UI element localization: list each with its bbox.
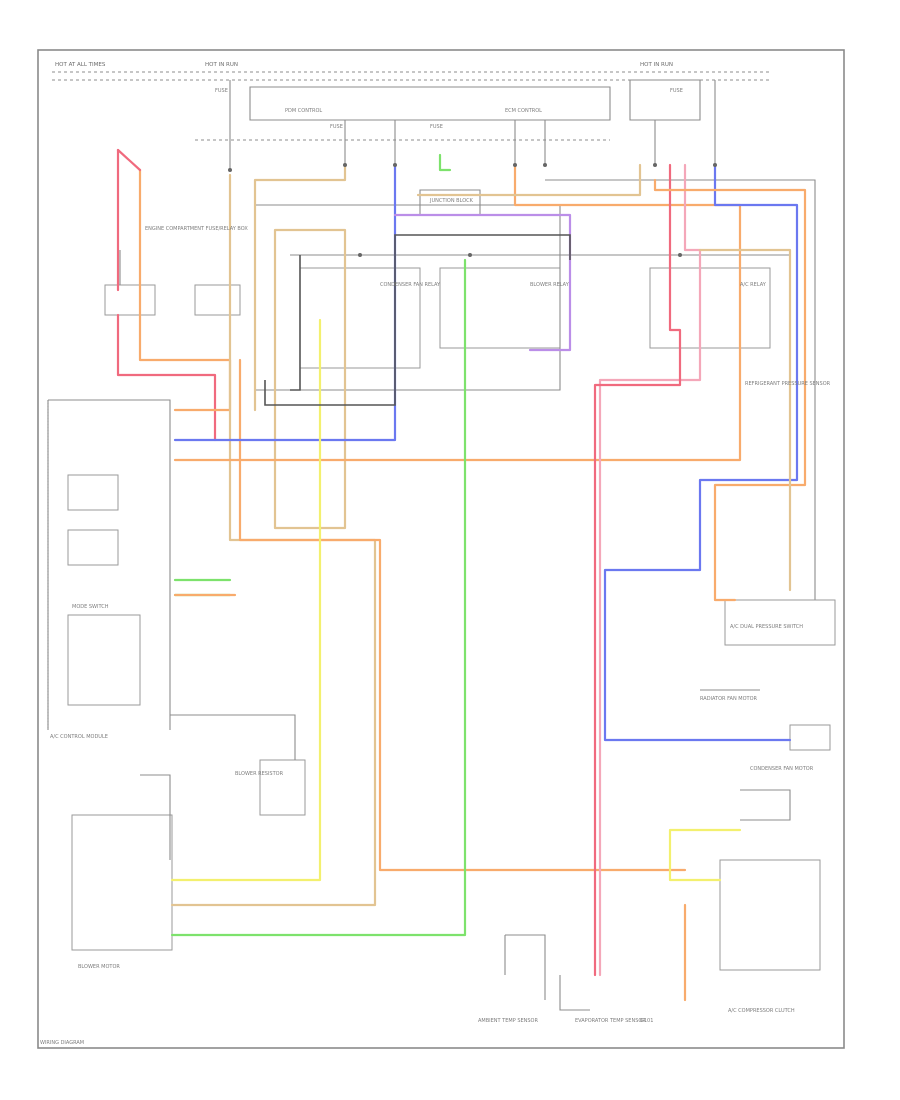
splice-dot-1 bbox=[228, 168, 232, 172]
green-wire-ac bbox=[170, 258, 467, 937]
dark-signal-wire-1 bbox=[264, 234, 571, 406]
red-wire-ac bbox=[593, 163, 682, 977]
blue-wire-left bbox=[173, 163, 397, 442]
bottom-center-feed bbox=[559, 975, 590, 1011]
tan-wire-right bbox=[416, 163, 642, 197]
fan-speed-switch-box bbox=[67, 614, 141, 706]
red-wire-top bbox=[116, 148, 142, 172]
label-radiator-fan-motor: RADIATOR FAN MOTOR bbox=[700, 696, 758, 702]
left-fuse-box-2 bbox=[194, 284, 241, 316]
label-condenser-fan-relay: CONDENSER FAN RELAY bbox=[380, 282, 441, 288]
ac-relay-box bbox=[649, 267, 771, 349]
label-ambient-sensor: AMBIENT TEMP SENSOR bbox=[478, 1018, 538, 1024]
diagram-frame bbox=[37, 49, 845, 1049]
mode-switch-box bbox=[67, 474, 119, 511]
splice-dot-6 bbox=[653, 163, 657, 167]
violet-wire bbox=[393, 213, 572, 352]
fuse-block-outline bbox=[249, 86, 611, 121]
right-fuse-outline bbox=[629, 79, 701, 121]
tan-wire-relay bbox=[698, 248, 792, 592]
label-hot-in-run-left: HOT IN RUN bbox=[205, 62, 238, 68]
label-fuse-d: FUSE bbox=[430, 124, 443, 130]
red-wire-left bbox=[116, 148, 217, 442]
dark-signal-wire-2 bbox=[290, 255, 301, 391]
tan-wire-top bbox=[253, 163, 347, 412]
left-fuse-box-1 bbox=[104, 284, 156, 316]
condenser-fan-motor-box bbox=[789, 724, 831, 751]
resistor-feed bbox=[170, 714, 296, 760]
refrigerant-sensor-outline bbox=[740, 789, 791, 821]
blue-wire-right bbox=[603, 163, 799, 742]
blower-control-module-box bbox=[71, 814, 173, 951]
label-compressor-clutch: A/C COMPRESSOR CLUTCH bbox=[728, 1008, 795, 1014]
bottom-center-switch bbox=[504, 934, 546, 1000]
splice-dot-3 bbox=[393, 163, 397, 167]
tan-wire-mid bbox=[273, 228, 347, 530]
splice-dot-5 bbox=[543, 163, 547, 167]
green-wire-compressor bbox=[173, 578, 232, 597]
label-blower-resistor: BLOWER RESISTOR bbox=[235, 771, 284, 777]
splice-dot-10 bbox=[678, 253, 682, 257]
label-condenser-fan-motor: CONDENSER FAN MOTOR bbox=[750, 766, 814, 772]
blower-resistor-box bbox=[259, 759, 306, 816]
pink-wire-ac bbox=[598, 163, 702, 977]
left-fuse-feed bbox=[119, 230, 141, 285]
label-engine-compartment: ENGINE COMPARTMENT FUSE/RELAY BOX bbox=[145, 226, 248, 232]
label-ac-relay: A/C RELAY bbox=[740, 282, 767, 288]
blower-feed bbox=[140, 774, 171, 860]
orange-wire-right bbox=[653, 178, 807, 602]
splice-dot-4 bbox=[513, 163, 517, 167]
compressor-cluster-box bbox=[719, 859, 821, 971]
yellow-wire bbox=[170, 318, 322, 882]
label-ecm-control: ECM CONTROL bbox=[505, 108, 542, 114]
yellow-wire-bottom bbox=[668, 828, 742, 882]
label-fuse-a: FUSE bbox=[215, 88, 228, 94]
wire-layer bbox=[116, 148, 807, 1002]
orange-wire-long bbox=[238, 358, 687, 872]
label-hot-at-all-times: HOT AT ALL TIMES bbox=[55, 62, 106, 68]
label-junction-block: JUNCTION BLOCK bbox=[429, 198, 474, 204]
label-dual-pressure-switch: A/C DUAL PRESSURE SWITCH bbox=[730, 624, 803, 630]
label-refrigerant-sensor: REFRIGERANT PRESSURE SENSOR bbox=[745, 381, 831, 387]
splice-dot-8 bbox=[358, 253, 362, 257]
label-control-module: A/C CONTROL MODULE bbox=[50, 734, 108, 740]
label-mode-switch: MODE SWITCH bbox=[72, 604, 109, 610]
green-wire-top bbox=[438, 153, 452, 172]
label-fuse-b: FUSE bbox=[670, 88, 683, 94]
orange-wire-mid bbox=[173, 163, 742, 462]
label-fuse-c: FUSE bbox=[330, 124, 343, 130]
dual-pressure-switch-box bbox=[724, 599, 836, 646]
label-blower-motor: BLOWER MOTOR bbox=[78, 964, 120, 970]
label-ground: G101 bbox=[640, 1018, 653, 1024]
label-blower-relay: BLOWER RELAY bbox=[530, 282, 570, 288]
splice-dot-9 bbox=[468, 253, 472, 257]
label-footer: WIRING DIAGRAM bbox=[40, 1040, 84, 1046]
label-pdm-control: PDM CONTROL bbox=[285, 108, 322, 114]
right-feed-line bbox=[545, 179, 816, 600]
splice-dot-7 bbox=[713, 163, 717, 167]
label-evaporator-sensor: EVAPORATOR TEMP SENSOR bbox=[575, 1018, 646, 1024]
recirc-switch-box bbox=[67, 529, 119, 566]
splice-dot-2 bbox=[343, 163, 347, 167]
label-hot-in-run-right: HOT IN RUN bbox=[640, 62, 673, 68]
blower-relay-box bbox=[439, 267, 561, 349]
